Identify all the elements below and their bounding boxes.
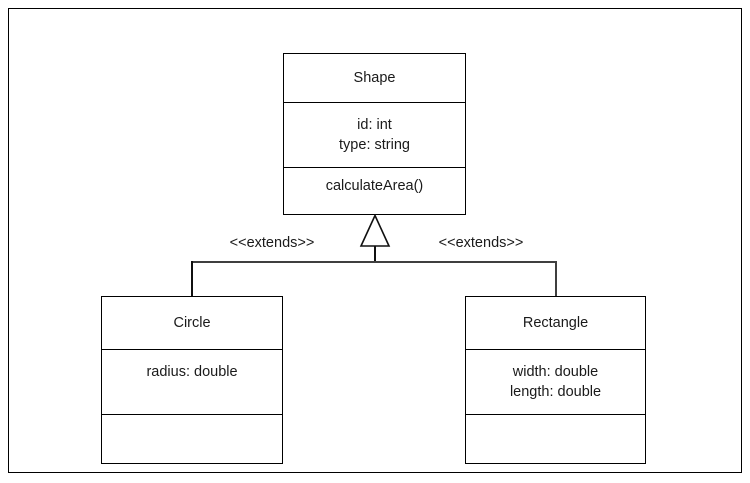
class-attributes-compartment: radius: double: [102, 349, 282, 414]
class-name-compartment: Shape: [284, 54, 465, 102]
class-operations-compartment: [102, 414, 282, 463]
attribute-item: radius: double: [146, 364, 238, 380]
class-attributes-compartment: width: double length: double: [466, 349, 645, 414]
class-box-circle[interactable]: Circle radius: double: [101, 296, 283, 464]
class-operations-compartment: [466, 414, 645, 463]
generalization-stem: [374, 246, 376, 263]
class-operations-compartment: calculateArea(): [284, 167, 465, 214]
class-name-label: Rectangle: [522, 315, 589, 331]
class-box-shape[interactable]: Shape id: int type: string calculateArea…: [283, 53, 466, 215]
edge-label-extends-rectangle: <<extends>>: [438, 235, 524, 251]
attribute-item: type: string: [339, 137, 410, 153]
attribute-item: id: int: [357, 117, 392, 133]
edge-label-extends-circle: <<extends>>: [229, 235, 315, 251]
class-attributes-compartment: id: int type: string: [284, 102, 465, 167]
operation-item: calculateArea(): [325, 178, 424, 194]
class-name-label: Shape: [353, 70, 396, 86]
attribute-item: width: double: [512, 364, 599, 380]
class-name-compartment: Rectangle: [466, 297, 645, 349]
class-name-compartment: Circle: [102, 297, 282, 349]
class-box-rectangle[interactable]: Rectangle width: double length: double: [465, 296, 646, 464]
hollow-triangle-svg: [359, 213, 391, 247]
generalization-arrowhead-icon: [359, 213, 391, 248]
class-name-label: Circle: [173, 315, 211, 331]
generalization-drop-rectangle: [555, 261, 557, 297]
generalization-horizontal-bar: [192, 261, 557, 263]
generalization-drop-circle: [191, 261, 193, 297]
attribute-item: length: double: [509, 384, 602, 400]
diagram-frame: [8, 8, 742, 473]
